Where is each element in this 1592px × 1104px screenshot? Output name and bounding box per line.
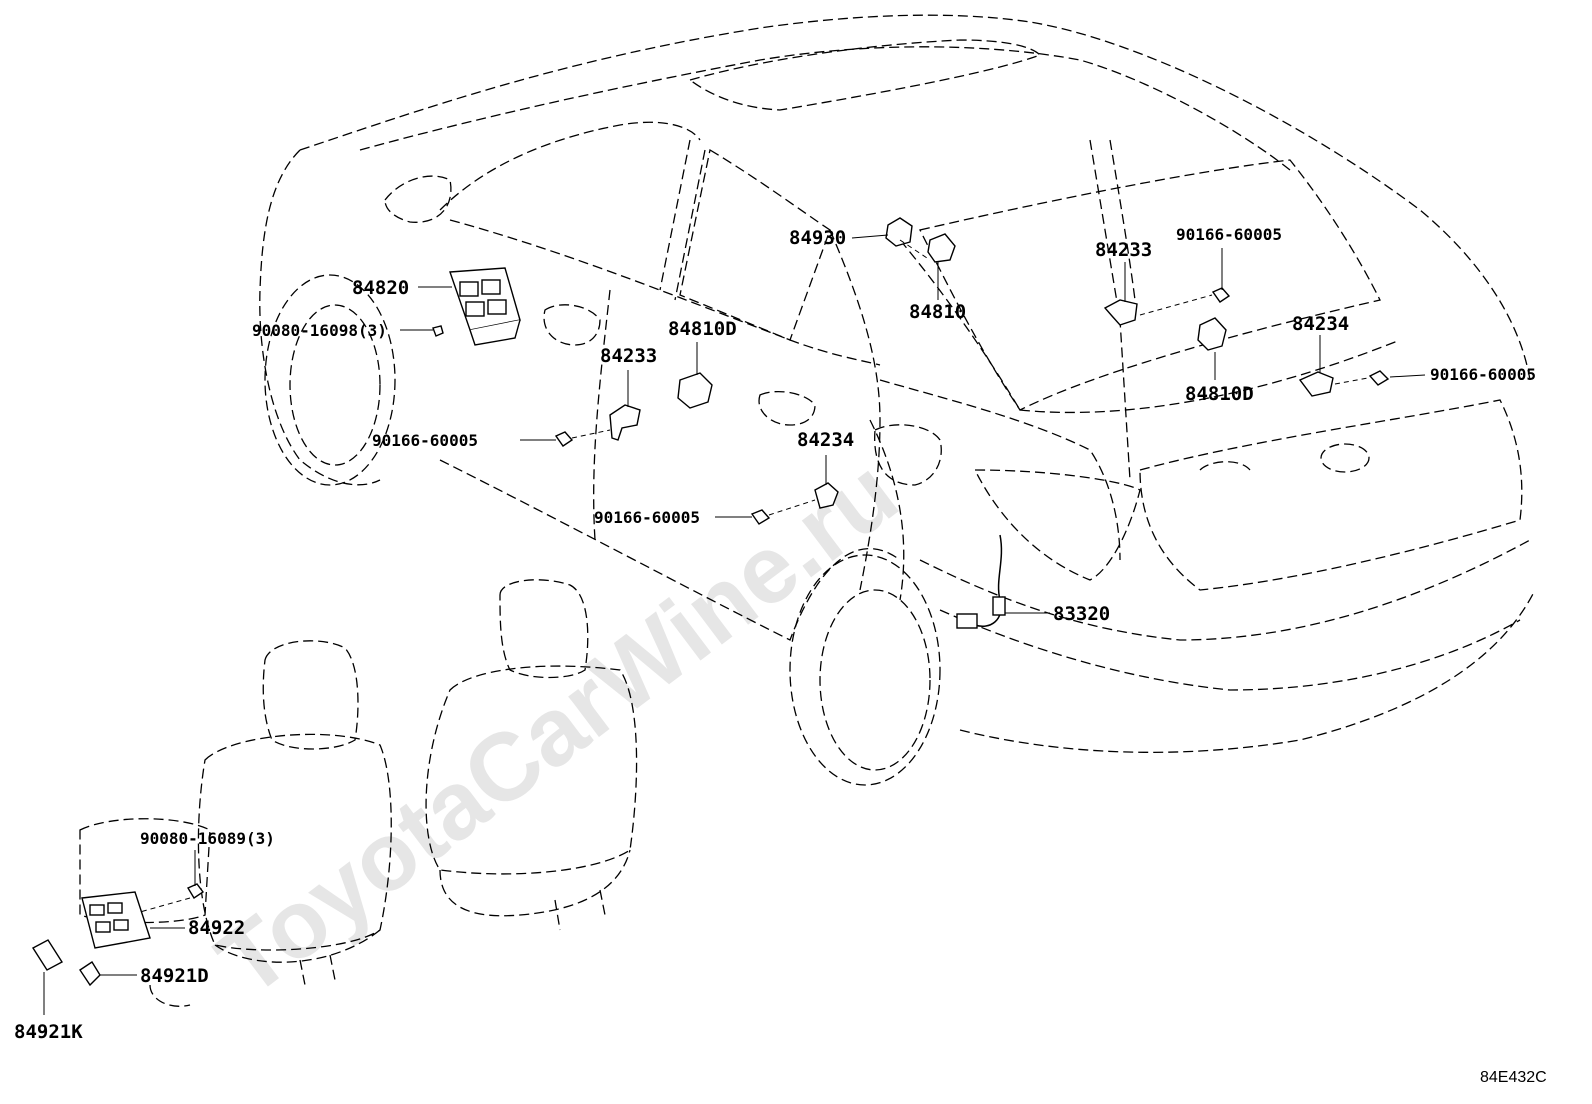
callout-90166-rear-right[interactable]: 90166-60005	[1430, 365, 1536, 384]
part-84233-front-courtesy-switch[interactable]	[609, 404, 641, 441]
callout-84930[interactable]: 84930	[789, 227, 846, 249]
callout-83320[interactable]: 83320	[1053, 603, 1110, 625]
callout-84810[interactable]: 84810	[909, 301, 966, 323]
front-seats	[79, 579, 638, 1007]
callout-84233-rear[interactable]: 84233	[1095, 239, 1152, 261]
callout-84921K[interactable]: 84921K	[14, 1021, 83, 1043]
callout-90166-front[interactable]: 90166-60005	[372, 431, 478, 450]
part-84233-rear-courtesy-switch[interactable]	[1103, 299, 1138, 326]
figure-reference: 84E432C	[1480, 1069, 1547, 1086]
part-84810D-front-switch[interactable]	[677, 372, 713, 409]
part-90080-16089-screw[interactable]	[186, 883, 205, 899]
callout-84234-front[interactable]: 84234	[797, 429, 854, 451]
callout-84922[interactable]: 84922	[188, 917, 245, 939]
callout-84921D[interactable]: 84921D	[140, 965, 209, 987]
part-83320-wire-harness[interactable]	[956, 534, 1006, 629]
part-84810-switch[interactable]	[927, 233, 956, 263]
part-90080-16098-screw[interactable]	[432, 325, 444, 337]
callout-labels: 84930 84810 84233 90166-60005 84234 9016…	[14, 225, 1536, 1043]
watermark: ToyotaCarWine.ru	[198, 439, 916, 1017]
part-84820-window-switch[interactable]	[449, 267, 521, 346]
part-90166-mid-screw[interactable]	[750, 509, 771, 525]
leader-lines	[43, 234, 1426, 1015]
part-84810D-rear-switch[interactable]	[1197, 317, 1227, 351]
part-90166-rear-right-screw[interactable]	[1368, 370, 1390, 386]
callout-90166-rear-top[interactable]: 90166-60005	[1176, 225, 1282, 244]
car-body-outline	[259, 14, 1536, 786]
part-84234-rear-courtesy-switch[interactable]	[1298, 371, 1334, 397]
callout-84810D-rear[interactable]: 84810D	[1185, 383, 1254, 405]
callout-84233-front[interactable]: 84233	[600, 345, 657, 367]
callout-84234-rear[interactable]: 84234	[1292, 313, 1349, 335]
part-90166-rear-top-screw[interactable]	[1211, 287, 1231, 303]
part-84921D-knob[interactable]	[79, 961, 101, 987]
part-84921K-knob[interactable]	[32, 939, 63, 971]
callout-90080-16098[interactable]: 90080-16098(3)	[252, 321, 387, 340]
callout-84810D-front[interactable]: 84810D	[668, 318, 737, 340]
callout-90166-mid[interactable]: 90166-60005	[594, 508, 700, 527]
callout-90080-16089[interactable]: 90080-16089(3)	[140, 829, 275, 848]
part-84930-sensor[interactable]	[885, 217, 913, 247]
part-90166-front-screw[interactable]	[554, 431, 574, 447]
callout-84820[interactable]: 84820	[352, 277, 409, 299]
part-84922-seat-switch[interactable]	[81, 891, 151, 949]
